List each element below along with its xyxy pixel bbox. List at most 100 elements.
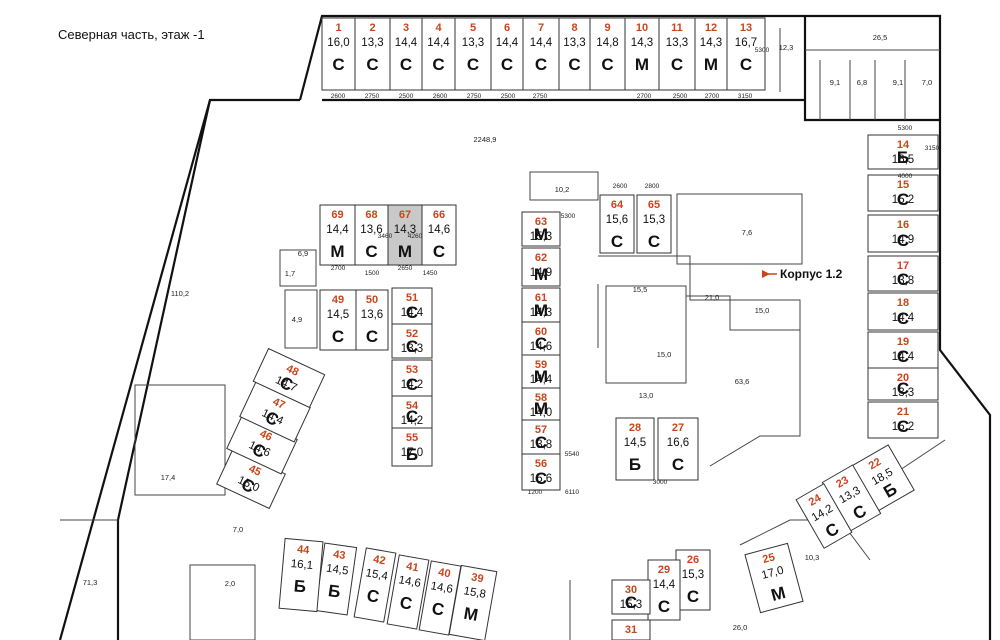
space-type: М: [534, 399, 548, 418]
parking-space-4[interactable]: 414,4С: [421, 17, 456, 91]
dimension-label: 2650: [398, 265, 413, 272]
space-type: Б: [293, 576, 307, 596]
space-area: 13,3: [563, 37, 585, 49]
parking-space-8[interactable]: 8 13,3С: [558, 17, 591, 91]
space-type: Б: [629, 455, 641, 474]
parking-space-1[interactable]: 116,0С: [321, 17, 356, 91]
space-area: 17,0: [401, 447, 423, 459]
room-area-label: 1,7: [285, 269, 295, 278]
space-area: 14,6: [530, 341, 552, 353]
parking-space-9[interactable]: 914,8С: [589, 17, 626, 91]
room-area-label: 71,3: [83, 578, 98, 587]
space-type: М: [534, 301, 548, 320]
space-area: 14,3: [700, 37, 722, 49]
space-number: 39: [470, 571, 484, 585]
parking-space-7[interactable]: 714,4С: [522, 17, 560, 91]
space-number: 18: [897, 297, 909, 309]
space-number: 31: [625, 624, 637, 636]
space-number: 55: [406, 432, 418, 444]
space-outline: [636, 194, 672, 254]
space-outline: [867, 174, 939, 212]
space-type: С: [897, 347, 909, 366]
space-number: 13: [740, 22, 752, 34]
space-type: С: [568, 55, 580, 74]
parking-space-5[interactable]: 513,3С: [454, 17, 492, 91]
space-area: 13,3: [892, 387, 914, 399]
dimension-label: 5300: [898, 125, 913, 132]
parking-space-31[interactable]: 31: [611, 619, 651, 640]
parking-space-6[interactable]: 614,4С: [490, 17, 524, 91]
space-type: С: [366, 55, 378, 74]
parking-space-2[interactable]: 213,3С: [354, 17, 391, 91]
room-area-label: 26,0: [733, 623, 748, 632]
space-number: 8: [571, 22, 577, 34]
space-type: С: [658, 597, 670, 616]
space-number: 5: [470, 22, 476, 34]
space-type: С: [432, 55, 444, 74]
dimension-label: 1200: [528, 489, 543, 496]
parking-space-3[interactable]: 314,4С: [389, 17, 423, 91]
space-number: 60: [535, 326, 547, 338]
space-outline: [421, 17, 456, 91]
space-number: 15: [897, 179, 909, 191]
space-number: 61: [535, 292, 547, 304]
dimension-label: 5300: [561, 213, 576, 220]
space-type: С: [332, 55, 344, 74]
room-area-label: 6,8: [857, 78, 867, 87]
space-area: 13,8: [530, 439, 552, 451]
space-outline: [867, 214, 939, 253]
space-area: 15,3: [530, 231, 552, 243]
